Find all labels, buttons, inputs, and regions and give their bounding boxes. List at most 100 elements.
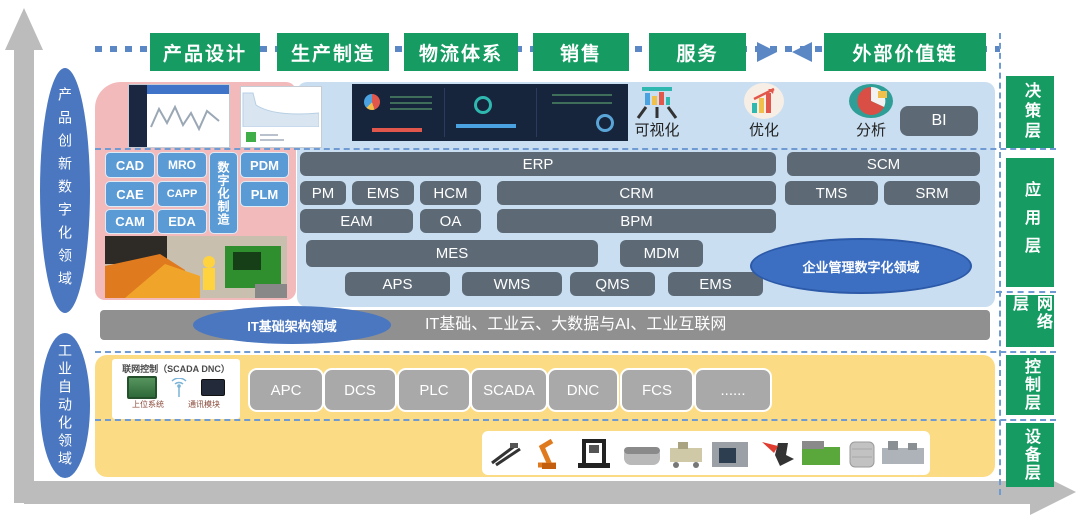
- injection-machine-photo: [802, 441, 840, 465]
- app-toolbar: [147, 85, 229, 94]
- area-chart-graphic: [242, 92, 319, 127]
- drum-photo: [849, 441, 875, 468]
- power-tools-photo: [491, 443, 521, 467]
- app-bpm: BPM: [497, 209, 776, 233]
- layer-decision: 决策层: [1006, 76, 1054, 148]
- data-row: [552, 102, 612, 104]
- bottom-axis-arrow-shaft: [24, 481, 1030, 504]
- system-plc: PLC: [397, 368, 471, 412]
- line-chart-graphic: [150, 104, 220, 132]
- left-axis-arrow-shaft: [14, 48, 34, 503]
- stage-logistics: 物流体系: [404, 33, 518, 71]
- app-digital-manufacturing: 数字化制造: [209, 152, 238, 234]
- app-scm: SCM: [787, 152, 980, 176]
- legend-line: [260, 134, 278, 136]
- app-crm: CRM: [497, 181, 776, 205]
- domain-enterprise-management: 企业管理数字化领域: [750, 238, 972, 294]
- app-ems2: EMS: [668, 272, 763, 296]
- assembly-line-photo: [882, 441, 924, 464]
- dash-control-device: [95, 419, 1056, 421]
- app-hcm: HCM: [420, 181, 481, 205]
- equipment-photos-strip: [482, 431, 930, 475]
- data-row: [552, 94, 612, 96]
- dash-decision-application: [95, 148, 1056, 150]
- bi-box: BI: [900, 106, 978, 136]
- system-dcs: DCS: [323, 368, 397, 412]
- layer-application: 应用层: [1006, 158, 1054, 287]
- app-capp: CAPP: [157, 181, 207, 207]
- app-qms: QMS: [570, 272, 655, 296]
- equipment-photos: [491, 438, 924, 469]
- ring-chart-graphic: [474, 96, 492, 114]
- legend-line: [260, 139, 284, 141]
- app-cam: CAM: [105, 209, 155, 234]
- app-mes: MES: [306, 240, 598, 267]
- system-scada: SCADA: [470, 368, 548, 412]
- it-infrastructure-text: IT基础、工业云、大数据与AI、工业互联网: [425, 316, 727, 333]
- optimization-icon: [744, 83, 784, 119]
- optimization-label: 优化: [748, 122, 779, 139]
- bar-graphic: [372, 128, 422, 132]
- layer-device: 设备层: [1006, 423, 1054, 487]
- app-eam: EAM: [300, 209, 413, 233]
- barcode-scanner-photo: [762, 442, 794, 466]
- bi-dashboard-screenshot: [352, 84, 628, 141]
- app-pdm: PDM: [240, 152, 289, 178]
- dash-application-network: [996, 291, 1056, 293]
- app-erp: ERP: [300, 152, 776, 176]
- app-cae: CAE: [105, 181, 155, 207]
- visualization-label: 可视化: [634, 122, 680, 139]
- domain-industrial-automation: 工业自动化领域: [40, 333, 90, 478]
- stage-sales: 销售: [533, 33, 629, 71]
- legend-swatch: [246, 132, 256, 142]
- data-row: [390, 102, 432, 104]
- system-others: ......: [694, 368, 772, 412]
- app-wms: WMS: [462, 272, 562, 296]
- host-system-monitor-icon: [127, 376, 157, 399]
- networked-control-title: 联网控制（SCADA DNC）: [122, 364, 230, 374]
- layer-control: 控制层: [1006, 355, 1054, 415]
- up-arrowhead-icon: [5, 8, 43, 50]
- comm-module-icon: [201, 379, 225, 396]
- app-tms: TMS: [785, 181, 878, 205]
- robot-arm-photo: [538, 438, 556, 469]
- antenna-icon: [171, 377, 187, 397]
- dash-network-control: [95, 351, 1056, 353]
- domain-product-innovation: 产品创新数字化领域: [40, 68, 90, 313]
- data-row: [390, 108, 432, 110]
- analysis-icon: [848, 83, 894, 124]
- app-plm: PLM: [240, 181, 289, 207]
- dash-vertical-layer-divider: [999, 33, 1001, 495]
- stage-service: 服务: [649, 33, 746, 71]
- app-eda: EDA: [157, 209, 207, 234]
- system-apc: APC: [248, 368, 324, 412]
- stage-product-design: 产品设计: [150, 33, 260, 71]
- flow-arrow-right-icon: [757, 42, 777, 62]
- app-aps: APS: [345, 272, 450, 296]
- donut-chart-graphic: [364, 94, 380, 110]
- host-system-label: 上位系统: [132, 400, 164, 409]
- domain-it-infrastructure: IT基础架构领域: [193, 306, 391, 344]
- analysis-label: 分析: [855, 122, 886, 139]
- flow-arrow-left-icon: [792, 42, 812, 62]
- comm-module-label: 通讯模块: [188, 400, 220, 409]
- production-line-photo: [105, 236, 287, 298]
- system-fcs: FCS: [620, 368, 694, 412]
- panel-divider: [536, 88, 537, 137]
- data-row: [390, 96, 432, 98]
- cad-software-screenshot: [128, 84, 230, 148]
- ring-chart-graphic: [596, 114, 614, 132]
- report-window-screenshot: [240, 86, 322, 148]
- layer-network: 网络层: [1006, 295, 1054, 347]
- app-mdm: MDM: [620, 240, 703, 267]
- app-srm: SRM: [884, 181, 980, 205]
- panel-divider: [444, 88, 445, 137]
- machine-photo-1: [624, 447, 660, 465]
- stage-production: 生产制造: [277, 33, 389, 71]
- networked-control-box: 联网控制（SCADA DNC） 上位系统 通讯模块: [112, 359, 240, 419]
- app-sidebar: [129, 85, 147, 147]
- app-pm: PM: [300, 181, 346, 205]
- press-machine-photo: [578, 439, 610, 468]
- cnc-machine-photo: [712, 442, 748, 467]
